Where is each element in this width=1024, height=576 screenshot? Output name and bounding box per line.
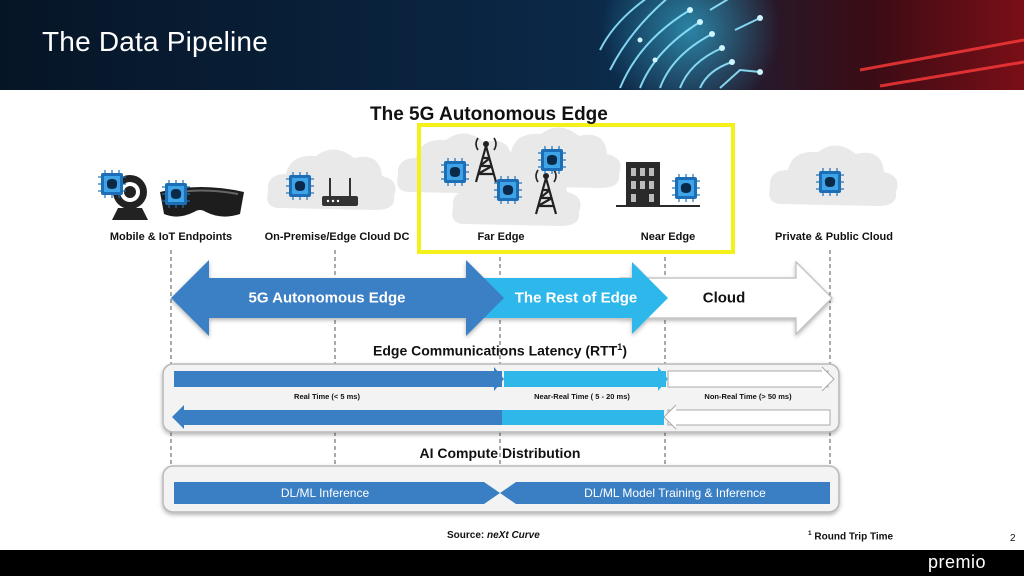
latency-label-real-time: Real Time (< 5 ms) [294, 392, 360, 401]
tier-label-cloud: Cloud [702, 289, 746, 307]
latency-return-near-real-time [500, 410, 664, 425]
footnote: 1 Round Trip Time [808, 530, 894, 543]
source-note: Source: neXt Curve [447, 530, 540, 541]
ai-label-inference: DL/ML Inference [280, 486, 370, 500]
rest-of-edge-tier-arrow [470, 262, 668, 334]
page-number: 2 [1010, 533, 1016, 544]
ai-chip-icon [440, 157, 470, 187]
diagram-title: The 5G Autonomous Edge [370, 104, 608, 125]
tier-label-autonomous-edge: 5G Autonomous Edge [248, 289, 406, 307]
autonomous-edge-tier-arrow [171, 260, 504, 336]
edge-diagram: The 5G Autonomous Edge Mobile & IoT Endp… [0, 90, 1024, 550]
latency-label-near-real-time: Near-Real Time ( 5 - 20 ms) [534, 392, 630, 401]
inference-bar [174, 482, 500, 504]
latency-return-non-real-time [667, 409, 831, 426]
ai-label-training: DL/ML Model Training & Inference [584, 486, 766, 500]
ai-chip-icon [161, 179, 191, 209]
latency-return-real-time [182, 410, 502, 425]
latency-label-non-real-time: Non-Real Time (> 50 ms) [704, 392, 792, 401]
ai-compute-title: AI Compute Distribution [419, 445, 581, 461]
latency-title: Edge Communications Latency (RTT1) [373, 342, 627, 359]
latency-arrow-real-time [174, 371, 502, 387]
premio-logo: premio [928, 552, 987, 572]
training-bar [500, 482, 830, 504]
footer-bar: premio [0, 550, 1024, 576]
highlight-box [417, 123, 735, 254]
cloud-tier-arrow [619, 260, 833, 336]
ai-chip-icon [493, 175, 523, 205]
tier-label-rest-of-edge: The Rest of Edge [514, 289, 638, 307]
location-label-far-edge: Far Edge [477, 231, 525, 243]
circuit-brain-graphic [599, 0, 1024, 90]
tier-arrows [171, 260, 833, 336]
location-label-mobile-iot: Mobile & IoT Endpoints [109, 231, 233, 243]
building-icon [616, 162, 700, 207]
location-label-near-edge: Near Edge [640, 231, 696, 243]
slide-title: The Data Pipeline [42, 26, 268, 57]
header-banner: The Data Pipeline [0, 0, 1024, 90]
ai-chip-icon [537, 145, 567, 175]
ai-chip-icon [97, 169, 127, 199]
ai-chip-icon [285, 171, 315, 201]
ai-chip-icon [671, 173, 701, 203]
router-icon [322, 178, 358, 206]
location-label-private-public-cloud: Private & Public Cloud [775, 231, 893, 243]
ai-chip-icon [815, 167, 845, 197]
latency-arrow-non-real-time [667, 370, 829, 388]
latency-arrow-near-real-time [504, 371, 666, 387]
location-label-on-premise: On-Premise/Edge Cloud DC [264, 231, 410, 243]
